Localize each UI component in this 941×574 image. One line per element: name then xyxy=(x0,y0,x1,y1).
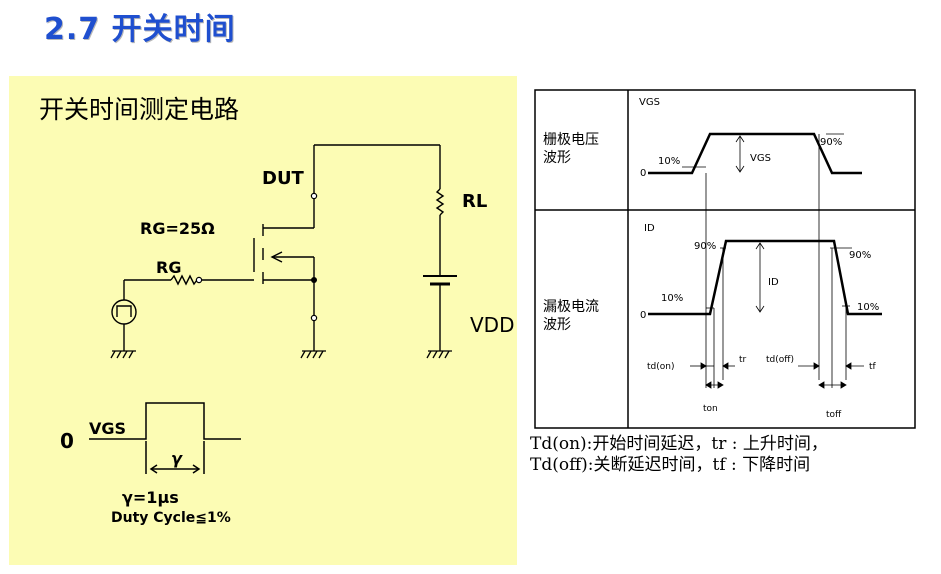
circuit-wires xyxy=(111,144,457,351)
dut-label: DUT xyxy=(262,168,305,189)
tf-label: tf xyxy=(869,362,877,372)
waveform-frame xyxy=(534,89,916,429)
gate-zero-label: 0 xyxy=(640,168,646,179)
waveform-diagram: 栅极电压 波形 漏极电流 波形 VGS 0 10% 90% VGS ID 0 9… xyxy=(534,89,916,429)
gate-pulse xyxy=(89,402,241,474)
toff-label: toff xyxy=(826,410,842,420)
rg-value-label: RG=25Ω xyxy=(140,219,215,238)
gate-amplitude-label: VGS xyxy=(750,153,771,164)
pulse-zero-label: 0 xyxy=(60,429,74,453)
drain-zero-label: 0 xyxy=(640,310,646,321)
drain-10pct-right-label: 10% xyxy=(857,302,879,313)
vdd-label: VDD xyxy=(470,313,514,337)
drain-row-label-2: 波形 xyxy=(543,317,571,333)
rg-label: RG xyxy=(156,258,181,277)
slide-title: 2.7 开关时间 xyxy=(44,12,236,47)
pulse-vgs-label: VGS xyxy=(89,419,126,438)
gate-row-label-2: 波形 xyxy=(543,150,571,166)
pulse-width-text: γ=1μs xyxy=(122,488,179,507)
drain-row-label-1: 漏极电流 xyxy=(543,299,599,315)
circuit-nodes xyxy=(195,192,318,322)
drain-amplitude-label: ID xyxy=(768,277,779,288)
timing-caption: Td(on):开始时间延迟，tr : 上升时间， Td(off):关断延迟时间，… xyxy=(530,434,940,476)
duty-cycle-text: Duty Cycle≦1% xyxy=(111,510,231,526)
ton-label: ton xyxy=(703,404,718,414)
gate-row-label-1: 栅极电压 xyxy=(543,132,599,148)
drain-90pct-left-label: 90% xyxy=(694,241,716,252)
td-off-label: td(off) xyxy=(766,355,794,365)
drain-90pct-right-label: 90% xyxy=(849,250,871,261)
gate-10pct-label: 10% xyxy=(658,156,680,167)
caption-line-2: Td(off):关断延迟时间，tf : 下降时间 xyxy=(530,455,811,475)
drain-guides xyxy=(706,242,852,388)
circuit-diagram: 开关时间测定电路 xyxy=(39,95,514,526)
pulse-gamma-symbol: γ xyxy=(171,449,183,468)
timing-arrows xyxy=(690,362,864,389)
circuit-heading: 开关时间测定电路 xyxy=(39,95,239,124)
ground-symbols xyxy=(110,350,452,359)
junction-dot xyxy=(311,277,317,283)
drain-10pct-left-label: 10% xyxy=(661,293,683,304)
rl-label: RL xyxy=(462,191,487,212)
gate-voltage-waveform xyxy=(648,132,862,175)
drain-current-waveform xyxy=(648,239,882,316)
drain-axis-label: ID xyxy=(644,223,655,234)
gate-90pct-label: 90% xyxy=(820,137,842,148)
gate-axis-label: VGS xyxy=(639,97,660,108)
gate-guides xyxy=(682,133,844,388)
tr-label: tr xyxy=(739,355,747,365)
circuit-panel: 开关时间测定电路 xyxy=(9,76,517,565)
td-on-label: td(on) xyxy=(647,362,674,372)
caption-line-1: Td(on):开始时间延迟，tr : 上升时间， xyxy=(530,434,828,454)
